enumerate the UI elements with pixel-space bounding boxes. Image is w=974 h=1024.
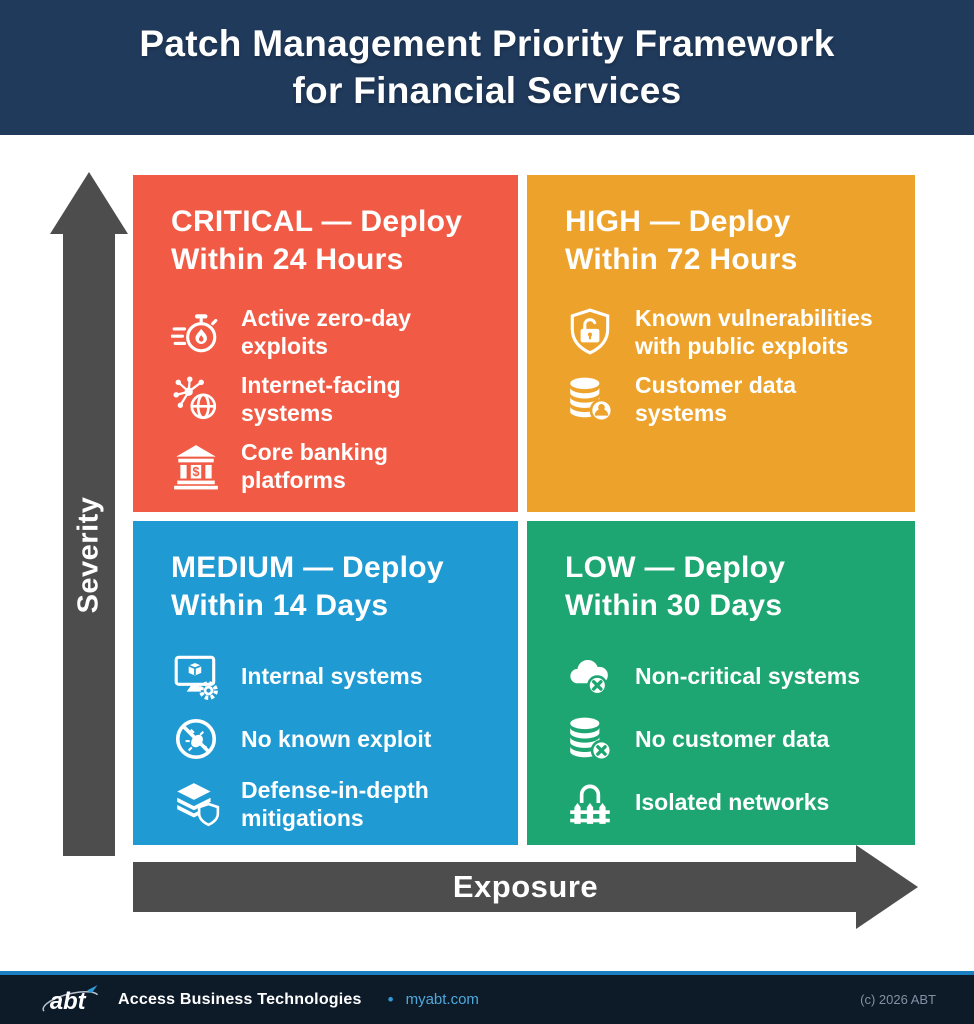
- quadrant-title-line1: LOW — Deploy: [565, 551, 786, 584]
- item-label: Internet-facing systems: [241, 372, 401, 427]
- shield-unlock-icon: [565, 307, 615, 357]
- item-label: Isolated networks: [635, 789, 830, 816]
- no-bug-icon: [171, 714, 221, 764]
- fence-lock-icon: [565, 777, 615, 827]
- quadrant-medium: MEDIUM — Deploy Within 14 Days Interna: [133, 521, 518, 845]
- quadrant-critical: CRITICAL — Deploy Within 24 Hours: [133, 175, 518, 512]
- bullet-separator: •: [387, 989, 394, 1009]
- quadrant-title: MEDIUM — Deploy Within 14 Days: [171, 549, 496, 625]
- quadrant-high: HIGH — Deploy Within 72 Hours Known vuln…: [527, 175, 915, 512]
- quadrant-low: LOW — Deploy Within 30 Days Non-critical…: [527, 521, 915, 845]
- quadrant-items: Known vulnerabilities with public exploi…: [565, 304, 893, 427]
- quadrant-title: LOW — Deploy Within 30 Days: [565, 549, 893, 625]
- item-label: Customer data systems: [635, 372, 797, 427]
- item-label: Non-critical systems: [635, 663, 860, 690]
- list-item: Internet-facing systems: [171, 371, 496, 427]
- item-label: No known exploit: [241, 726, 432, 753]
- item-label: Known vulnerabilities with public exploi…: [635, 305, 873, 360]
- quadrant-items: Active zero-day exploits: [171, 304, 496, 494]
- quadrant-title: CRITICAL — Deploy Within 24 Hours: [171, 203, 496, 279]
- layers-shield-icon: [171, 779, 221, 829]
- monitor-gear-icon: [171, 651, 221, 701]
- up-arrow-icon: [50, 172, 128, 856]
- quadrant-title-line1: CRITICAL — Deploy: [171, 205, 463, 238]
- quadrant-title: HIGH — Deploy Within 72 Hours: [565, 203, 893, 279]
- bank-icon: $: [171, 441, 221, 491]
- quadrant-title-line2: Within 14 Days: [171, 589, 389, 623]
- network-globe-icon: [171, 374, 221, 424]
- list-item: Known vulnerabilities with public exploi…: [565, 304, 893, 360]
- list-item: No known exploit: [171, 713, 496, 765]
- quadrant-title-line2: Within 24 Hours: [171, 243, 404, 277]
- list-item: Isolated networks: [565, 776, 893, 828]
- list-item: Internal systems: [171, 650, 496, 702]
- header-banner: Patch Management Priority Framework for …: [0, 0, 974, 135]
- cloud-x-icon: [565, 651, 615, 701]
- page-title-line2: for Financial Services: [292, 69, 682, 111]
- right-arrow-icon: [133, 845, 918, 929]
- quadrant-title-line1: HIGH — Deploy: [565, 205, 791, 238]
- quadrant-items: Non-critical systems No customer data: [565, 650, 893, 828]
- item-label: Active zero-day exploits: [241, 305, 412, 360]
- abt-logo: abt: [38, 982, 102, 1018]
- item-label: Internal systems: [241, 663, 423, 690]
- quadrant-title-line2: Within 72 Hours: [565, 243, 798, 277]
- exposure-axis: Exposure: [133, 845, 918, 929]
- page-title-line1: Patch Management Priority Framework: [139, 22, 835, 64]
- quadrant-title-line1: MEDIUM — Deploy: [171, 551, 444, 584]
- item-label: Core banking platforms: [241, 439, 388, 494]
- website-link[interactable]: myabt.com: [405, 991, 479, 1008]
- list-item: Customer data systems: [565, 371, 893, 427]
- database-x-icon: [565, 714, 615, 764]
- quadrant-items: Internal systems No known ex: [171, 650, 496, 832]
- list-item: No customer data: [565, 713, 893, 765]
- database-user-icon: [565, 374, 615, 424]
- severity-axis-label: Severity: [72, 496, 105, 614]
- item-label: Defense-in-depth mitigations: [241, 777, 429, 832]
- company-name: Access Business Technologies: [118, 990, 362, 1008]
- page-title: Patch Management Priority Framework for …: [139, 21, 834, 114]
- abt-logo-spark: [87, 984, 98, 993]
- quadrant-title-line2: Within 30 Days: [565, 589, 783, 623]
- stopwatch-flame-icon: [171, 307, 221, 357]
- item-label: No customer data: [635, 726, 830, 753]
- exposure-axis-label: Exposure: [452, 869, 599, 904]
- abt-logo-text: abt: [50, 987, 87, 1014]
- svg-text:$: $: [193, 465, 200, 479]
- priority-matrix: CRITICAL — Deploy Within 24 Hours: [133, 175, 915, 845]
- copyright-text: (c) 2026 ABT: [860, 992, 936, 1007]
- list-item: $ Core banking platforms: [171, 438, 496, 494]
- list-item: Active zero-day exploits: [171, 304, 496, 360]
- list-item: Defense-in-depth mitigations: [171, 776, 496, 832]
- list-item: Non-critical systems: [565, 650, 893, 702]
- footer: abt Access Business Technologies • myabt…: [0, 971, 974, 1024]
- severity-axis: Severity: [50, 172, 128, 856]
